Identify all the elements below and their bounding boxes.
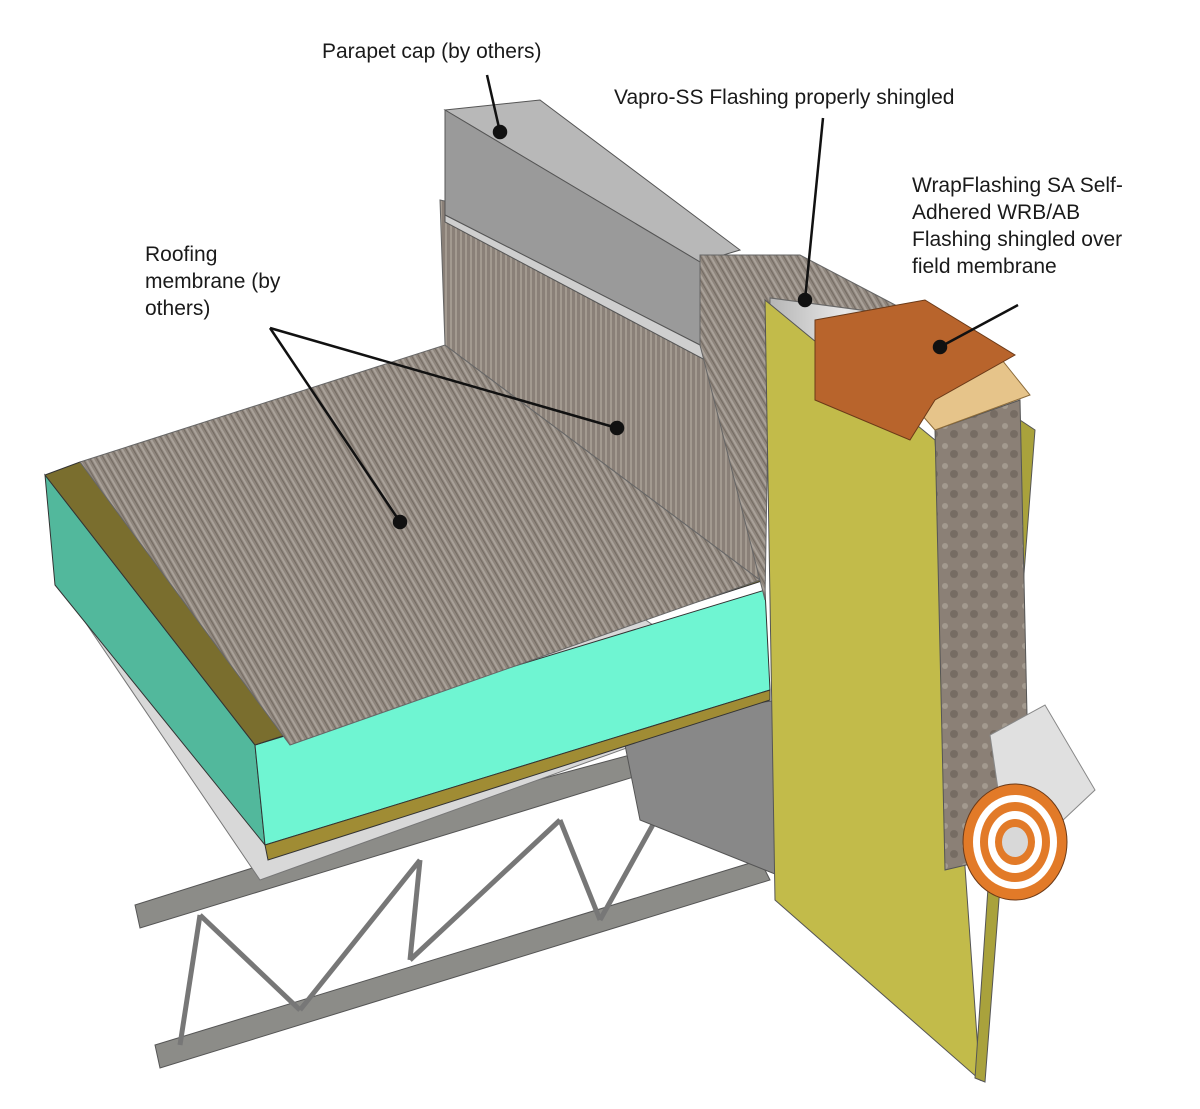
leader-dot-vapro-ss xyxy=(797,292,813,308)
callout-wrapflashing: WrapFlashing SA Self- Adhered WRB/AB Fla… xyxy=(912,174,1123,278)
wrapflashing-sa xyxy=(814,299,1016,441)
insulation-board xyxy=(44,473,771,861)
callout-roofing-membrane: Roofing membrane (by others) xyxy=(145,243,281,320)
steel-joist xyxy=(134,719,771,1069)
callout-vapro-ss: Vapro-SS Flashing properly shingled xyxy=(614,86,955,109)
wrapflashing-roll xyxy=(962,704,1096,901)
leader-dot-membrane-field xyxy=(392,514,408,530)
leader-dot-parapet-cap xyxy=(492,124,508,140)
leader-lines xyxy=(268,74,1019,530)
leader-dot-wrapflashing xyxy=(932,339,948,355)
parapet-cap xyxy=(443,99,742,362)
callout-parapet-cap: Parapet cap (by others) xyxy=(322,40,542,63)
leader-dot-membrane-vertical xyxy=(609,420,625,436)
